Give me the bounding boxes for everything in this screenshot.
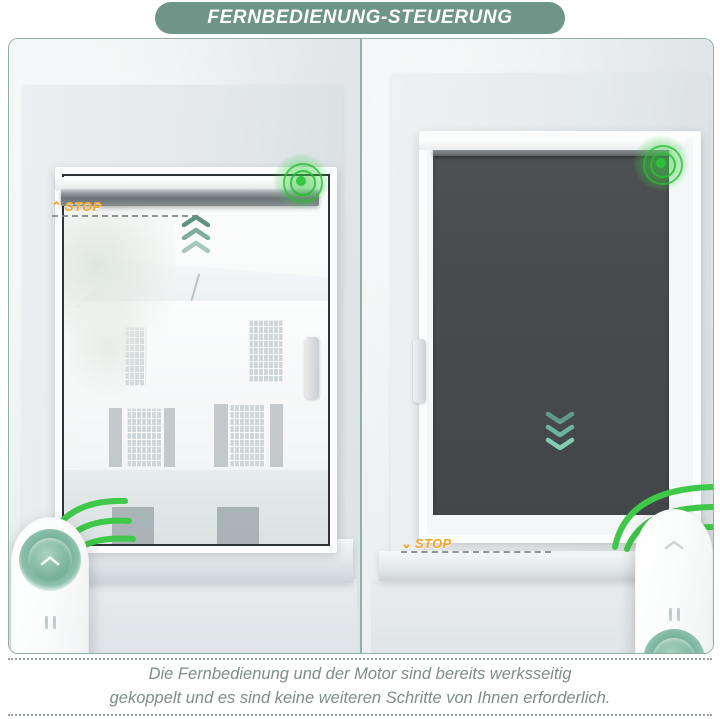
scene-shutter [214, 404, 228, 467]
scene-window [248, 319, 284, 383]
remote-pause-button[interactable] [30, 609, 70, 635]
panel-divider [360, 39, 362, 653]
chevron-up-icon: ⌃ [51, 199, 62, 214]
chevron-stack-down [545, 411, 575, 450]
caption-line-1: Die Fernbedienung und der Motor sind ber… [148, 665, 572, 684]
scene-tree [69, 286, 149, 412]
remote-control-right[interactable] [635, 509, 713, 653]
chevron-up-icon [181, 227, 211, 240]
stop-label: STOP [414, 536, 452, 551]
window-handle [305, 337, 319, 399]
remote-pause-button[interactable] [654, 601, 694, 627]
window-right [419, 131, 701, 543]
caption-block: Die Fernbedienung und der Motor sind ber… [8, 658, 712, 716]
pause-icon [668, 607, 680, 621]
scene-ground [64, 470, 328, 544]
panel-pair: ⌃ STOP [9, 39, 713, 653]
scene-shutter [164, 407, 175, 467]
window-left [55, 167, 337, 553]
chevron-down-icon [545, 437, 575, 450]
scene-shutter [269, 404, 284, 467]
blind-headrail [433, 145, 669, 156]
chevron-up-icon [664, 540, 684, 549]
remote-up-button[interactable] [654, 531, 694, 557]
remote-control-left[interactable] [11, 517, 89, 653]
blind-rail [55, 177, 325, 189]
chevron-down-icon [545, 411, 575, 424]
scene-window [127, 407, 162, 467]
scene-lower-window [217, 507, 260, 544]
stop-marker: ⌄ STOP [401, 536, 452, 551]
blind-lowered [433, 153, 669, 515]
window-handle [413, 339, 426, 403]
remote-down-button[interactable] [643, 629, 705, 653]
motor-signal-indicator [633, 135, 689, 191]
photo-frame: ⌃ STOP [8, 38, 714, 654]
chevron-up-icon [181, 214, 211, 227]
scene-shutter [108, 407, 123, 467]
scene-lower-window [111, 507, 154, 544]
stop-dashed-line [401, 551, 551, 553]
window-glass [62, 174, 330, 546]
chevron-up-icon [181, 240, 211, 253]
chevron-down-icon [545, 424, 575, 437]
chevron-stack-up [181, 214, 211, 253]
blind-rail [419, 139, 687, 150]
stop-label: STOP [64, 199, 102, 214]
motor-signal-indicator [273, 153, 329, 209]
panel-blind-lowered: ⌄ STOP [361, 39, 713, 653]
stop-dashed-line [52, 215, 198, 217]
scene-window [230, 404, 265, 467]
window-glass [427, 139, 693, 535]
stop-marker: ⌃ STOP [51, 199, 102, 214]
title-banner: FERNBEDIENUNG-STEUERUNG [155, 2, 565, 34]
chevron-down-icon [643, 629, 705, 653]
chevron-up-icon [19, 529, 81, 591]
blind-rolled-up [61, 189, 319, 206]
chevron-down-icon: ⌄ [401, 536, 412, 551]
caption-line-2: gekoppelt und es sind keine weiteren Sch… [109, 689, 611, 707]
panel-blind-raised: ⌃ STOP [9, 39, 361, 653]
pause-icon [44, 615, 56, 629]
title-text: FERNBEDIENUNG-STEUERUNG [207, 7, 513, 28]
remote-up-button[interactable] [19, 529, 81, 591]
